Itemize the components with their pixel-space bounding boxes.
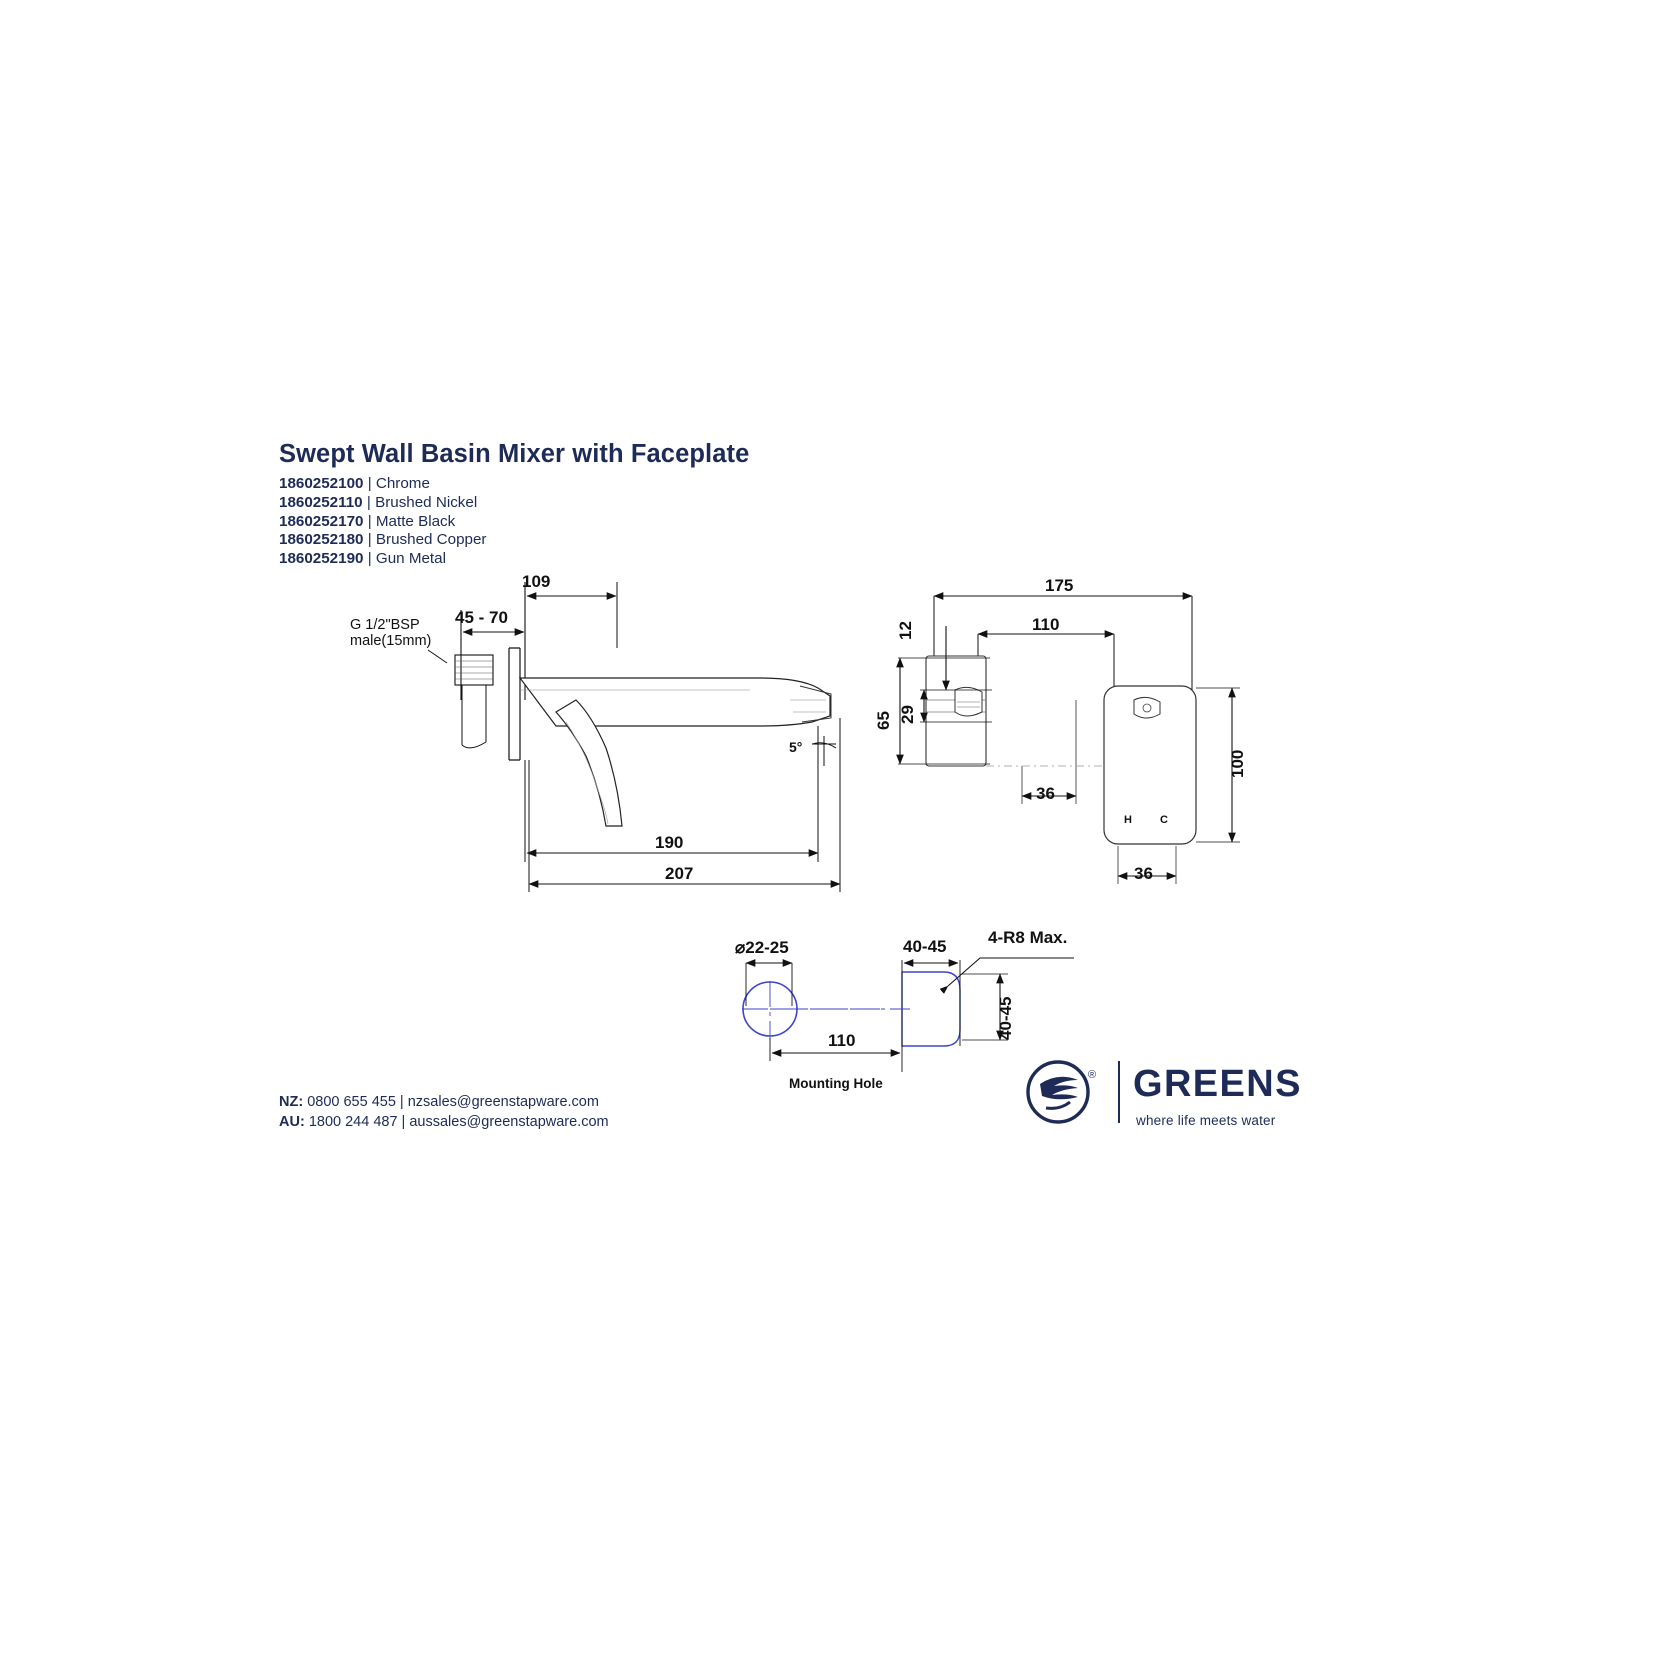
dimension-36-section: 36 bbox=[1036, 784, 1055, 803]
list-item: 1860252100 | Chrome bbox=[279, 475, 749, 494]
note-corner-radius: 4-R8 Max. bbox=[988, 928, 1068, 947]
label-hot: H bbox=[1124, 814, 1132, 826]
dimension-40-45-top: 40-45 bbox=[903, 937, 947, 956]
label-cold: C bbox=[1160, 814, 1168, 826]
dimension-hole-diameter: ⌀22-25 bbox=[735, 938, 789, 957]
dimension-207: 207 bbox=[665, 864, 694, 883]
product-code: 1860252190 bbox=[279, 550, 364, 568]
brand-logo: GREENS where life meets water bbox=[1015, 1055, 1305, 1135]
separator: | bbox=[366, 493, 371, 511]
product-finish: Brushed Nickel bbox=[375, 493, 478, 511]
dimension-45-70: 45 - 70 bbox=[455, 608, 508, 627]
product-code: 1860252100 bbox=[279, 475, 364, 493]
logo-divider bbox=[1118, 1061, 1120, 1123]
contact-value-au: 1800 244 487 | aussales@greenstapware.co… bbox=[308, 1114, 609, 1130]
dimension-110-mounting: 110 bbox=[828, 1031, 856, 1050]
svg-text:®: ® bbox=[1088, 1069, 1096, 1081]
inlet-thread-note: G 1/2"BSP male(15mm) bbox=[350, 617, 431, 649]
dimension-175: 175 bbox=[1045, 576, 1074, 595]
inlet-thread-note-line1: G 1/2"BSP bbox=[350, 617, 420, 633]
separator: | bbox=[367, 475, 372, 493]
dimension-65: 65 bbox=[874, 711, 893, 730]
list-item: 1860252110 | Brushed Nickel bbox=[279, 494, 749, 513]
contact-row-nz: NZ: 0800 655 455 | nzsales@greenstapware… bbox=[279, 1092, 609, 1112]
list-item: 1860252170 | Matte Black bbox=[279, 513, 749, 532]
brand-tagline: where life meets water bbox=[1136, 1113, 1276, 1128]
dimension-109: 109 bbox=[522, 572, 551, 591]
dimension-100: 100 bbox=[1228, 749, 1247, 778]
product-code: 1860252170 bbox=[279, 512, 364, 530]
product-finish: Gun Metal bbox=[375, 550, 446, 568]
greens-logo-mark: ® bbox=[1026, 1060, 1096, 1124]
header-block: Swept Wall Basin Mixer with Faceplate 18… bbox=[279, 440, 749, 569]
dimension-36-faceplate: 36 bbox=[1134, 864, 1153, 883]
contact-label-au: AU: bbox=[279, 1114, 305, 1130]
separator: | bbox=[367, 512, 372, 530]
product-finish: Brushed Copper bbox=[375, 531, 487, 549]
product-code: 1860252180 bbox=[279, 531, 364, 549]
product-code: 1860252110 bbox=[279, 493, 363, 511]
dimension-29: 29 bbox=[898, 705, 917, 724]
mounting-hole-caption: Mounting Hole bbox=[789, 1076, 883, 1091]
page-title: Swept Wall Basin Mixer with Faceplate bbox=[279, 440, 750, 468]
dimension-12: 12 bbox=[896, 621, 915, 640]
contact-value-nz: 0800 655 455 | nzsales@greenstapware.com bbox=[307, 1094, 599, 1110]
dimension-110-faceplate: 110 bbox=[1032, 615, 1060, 634]
list-item: 1860252190 | Gun Metal bbox=[279, 550, 749, 569]
footer-contact: NZ: 0800 655 455 | nzsales@greenstapware… bbox=[279, 1092, 609, 1132]
dimension-190: 190 bbox=[655, 833, 684, 852]
contact-row-au: AU: 1800 244 487 | aussales@greenstapwar… bbox=[279, 1112, 609, 1132]
dimension-40-45-side: 40-45 bbox=[996, 996, 1015, 1040]
product-finish: Matte Black bbox=[375, 512, 456, 530]
brand-name: GREENS bbox=[1133, 1063, 1302, 1105]
product-finish: Chrome bbox=[375, 475, 430, 493]
contact-label-nz: NZ: bbox=[279, 1094, 304, 1110]
separator: | bbox=[367, 531, 372, 549]
inlet-thread-note-line2: male(15mm) bbox=[350, 633, 432, 649]
dimension-angle-5deg: 5° bbox=[789, 739, 803, 755]
product-code-list: 1860252100 | Chrome 1860252110 | Brushed… bbox=[279, 475, 749, 569]
separator: | bbox=[367, 550, 372, 568]
list-item: 1860252180 | Brushed Copper bbox=[279, 531, 749, 550]
